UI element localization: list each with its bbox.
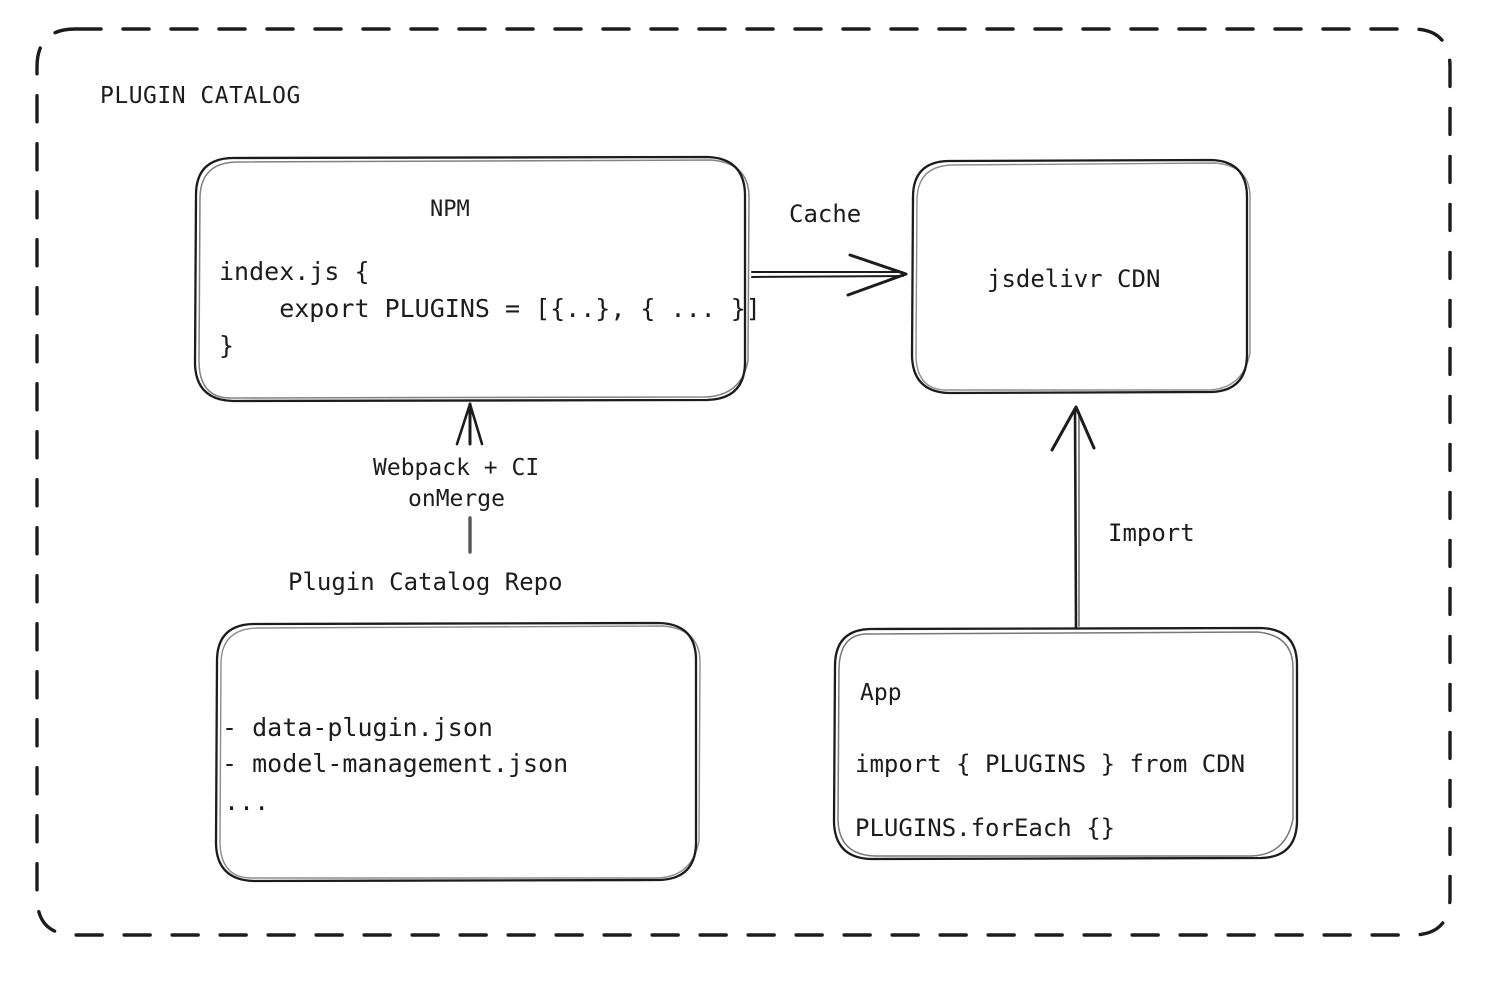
cdn-box-title: jsdelivr CDN <box>987 265 1161 293</box>
npm-code-line-1: index.js { <box>219 257 370 286</box>
repo-item-1: - data-plugin.json <box>222 713 493 742</box>
edge-cache-label: Cache <box>789 200 862 228</box>
app-code-line-2: PLUGINS.forEach {} <box>855 814 1116 842</box>
edge-build-label-line-2: onMerge <box>408 486 505 512</box>
repo-box-caption: Plugin Catalog Repo <box>288 568 563 596</box>
app-box-title: App <box>860 680 902 706</box>
edge-import-label: Import <box>1108 519 1195 547</box>
section-title: PLUGIN CATALOG <box>100 83 301 109</box>
edge-cache-arrow <box>751 253 908 297</box>
edge-import-arrow <box>1050 405 1096 629</box>
npm-code-line-2: export PLUGINS = [{..}, { ... }] <box>219 294 761 323</box>
repo-item-2: - model-management.json <box>222 749 569 778</box>
npm-code-line-3: } <box>219 331 235 360</box>
repo-item-3: ... <box>224 787 270 816</box>
edge-build-label-line-1: Webpack + CI <box>373 455 540 481</box>
npm-box-title: NPM <box>430 197 470 222</box>
app-code-line-1: import { PLUGINS } from CDN <box>855 750 1246 778</box>
